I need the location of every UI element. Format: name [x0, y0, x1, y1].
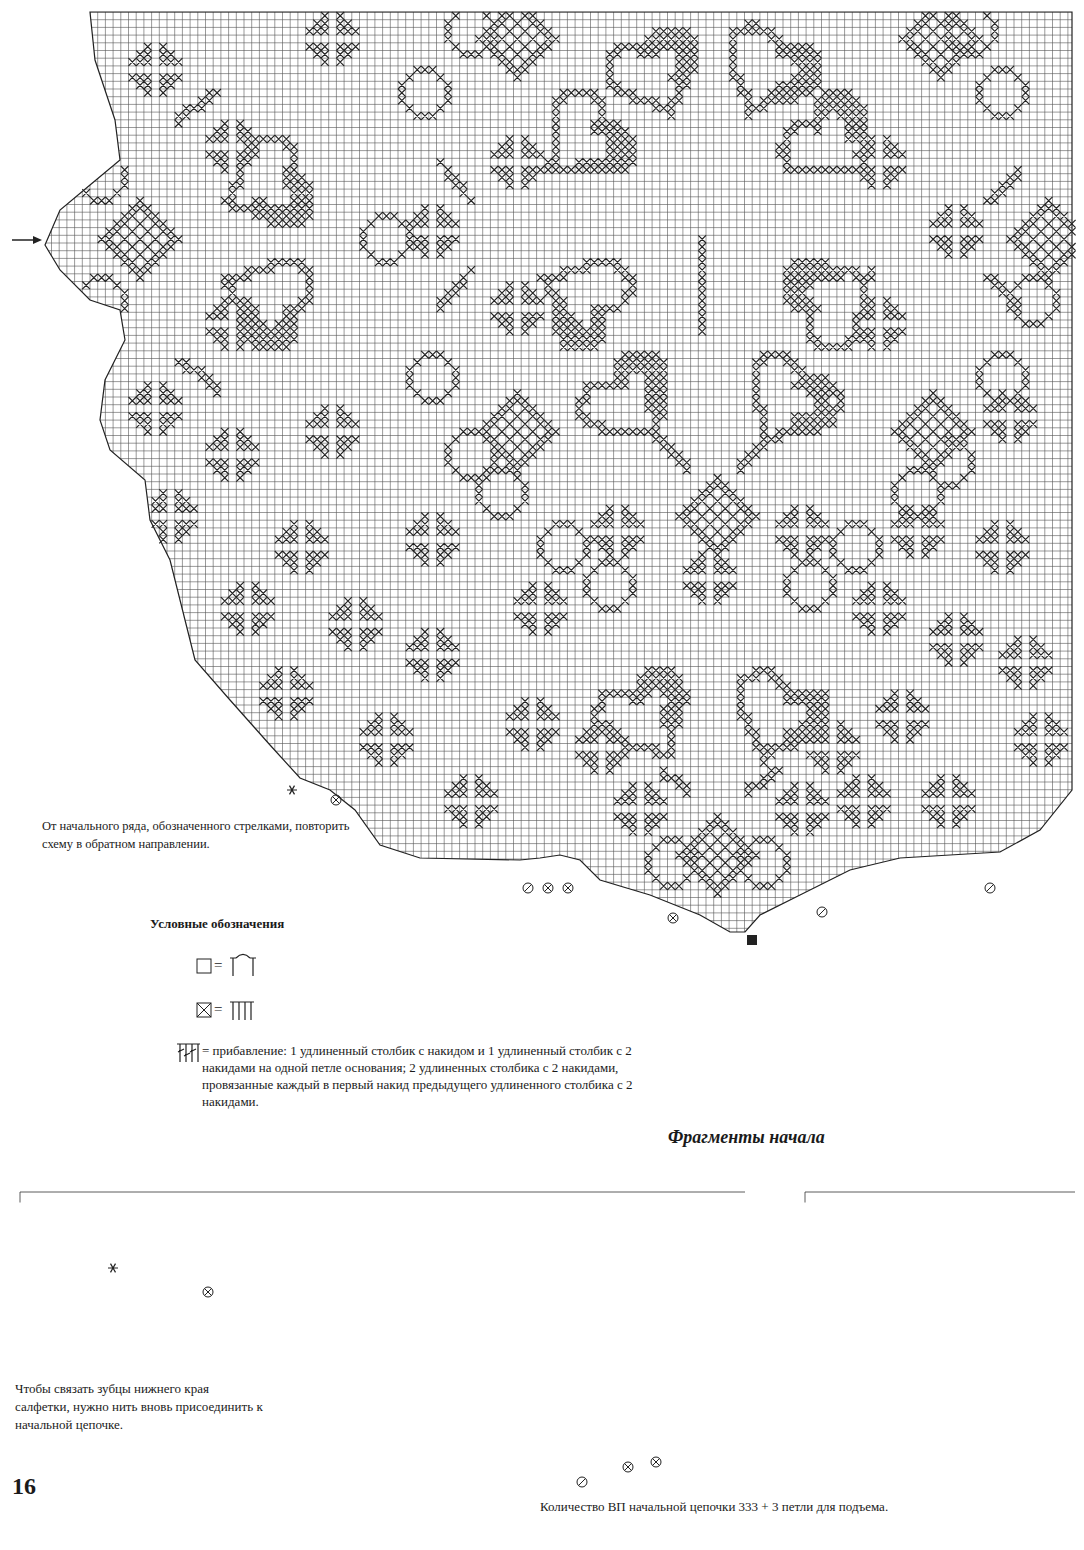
section-heading: Фрагменты начала: [668, 1125, 825, 1150]
legend-text: = прибавление: 1 удлиненный столбик с на…: [202, 1043, 642, 1111]
join-mark: [543, 883, 553, 893]
start-fragment-left: [18, 1192, 745, 1203]
chain-count-note: Количество ВП начальной цепочки 333 + 3 …: [540, 1498, 888, 1516]
legend-item: =: [214, 1000, 222, 1020]
join-mark: [523, 883, 533, 893]
open-mesh-stitch: [230, 955, 256, 977]
page-number: 16: [12, 1470, 36, 1504]
asterisk-mark: [287, 786, 297, 795]
edge-note: Чтобы связать зубцы нижнего края салфетк…: [15, 1380, 265, 1435]
legend-item: = прибавление: 1 удлиненный столбик с на…: [202, 1043, 642, 1111]
start-fragment-right: [803, 1192, 1075, 1203]
section-heading-holder: Фрагменты начала: [668, 1125, 825, 1150]
edge-note-holder: Чтобы связать зубцы нижнего края салфетк…: [15, 1380, 265, 1435]
start-mark: [747, 935, 757, 945]
legend-heading-holder: Условные обозначения: [150, 915, 284, 933]
chain-count-note-holder: Количество ВП начальной цепочки 333 + 3 …: [540, 1498, 888, 1516]
legend-heading: Условные обозначения: [150, 915, 284, 933]
join-mark: [651, 1457, 661, 1467]
join-mark: [203, 1287, 213, 1297]
join-mark: [331, 795, 341, 805]
join-mark: [668, 913, 678, 923]
join-mark: [817, 907, 827, 917]
increase-stitch: [177, 1044, 200, 1062]
join-mark: [563, 883, 573, 893]
legend-text: =: [214, 956, 222, 976]
join-mark: [985, 883, 995, 893]
join-mark: [577, 1477, 587, 1487]
repeat-note: От начального ряда, обозначенного стрелк…: [42, 818, 362, 853]
join-mark: [623, 1462, 633, 1472]
filet-grid: [44, 12, 1076, 936]
asterisk-mark: [108, 1264, 118, 1273]
legend-item: =: [214, 956, 222, 976]
block-stitch: [230, 1002, 254, 1020]
filled-cells: [82, 12, 1075, 898]
filled-cell-cross: [197, 1003, 211, 1017]
page-number-holder: 16: [12, 1470, 36, 1504]
empty-cell-symbol: [197, 959, 211, 973]
repeat-note-holder: От начального ряда, обозначенного стрелк…: [42, 818, 362, 853]
legend-text: =: [214, 1000, 222, 1020]
filled-cell-symbol: [197, 1003, 211, 1017]
start-arrow-head: [33, 236, 42, 244]
